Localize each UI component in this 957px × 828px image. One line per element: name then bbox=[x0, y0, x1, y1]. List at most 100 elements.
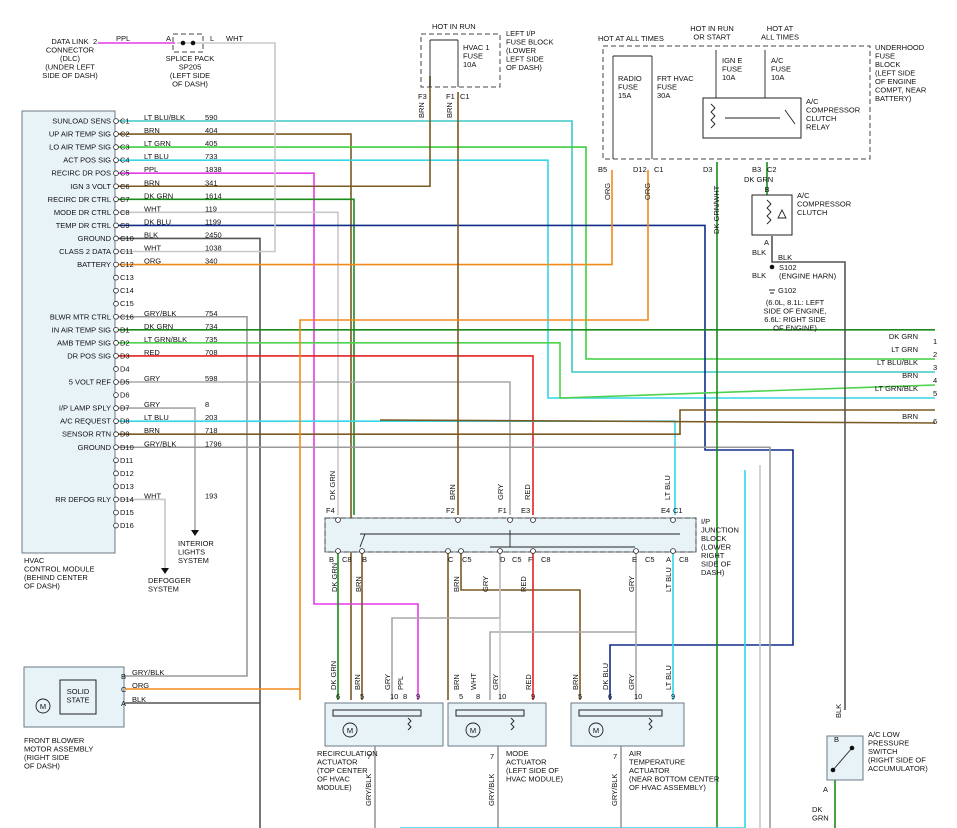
hvac1-fuse-label: 10A bbox=[463, 60, 476, 69]
left-ip-fuse-label: FUSE BLOCK bbox=[506, 38, 554, 47]
module-circuit-number: 733 bbox=[205, 152, 218, 161]
actuator-pin: 6 bbox=[336, 692, 340, 701]
actuator-wire: GRY bbox=[383, 674, 392, 690]
module-pin-label: RECIRC DR POS bbox=[51, 169, 111, 178]
dlc-label: SIDE OF DASH) bbox=[42, 71, 98, 80]
module-pin bbox=[113, 209, 119, 216]
actuator-wire: PPL bbox=[396, 676, 405, 690]
ac-clutch-relay bbox=[702, 97, 802, 139]
module-pin-id: C13 bbox=[120, 273, 134, 282]
dlc-label: (UNDER LEFT bbox=[45, 63, 95, 72]
interior-lights-label: INTERIOR bbox=[178, 539, 214, 548]
wire-lo-air-temp bbox=[118, 146, 935, 360]
module-pin bbox=[113, 340, 119, 346]
ac-fuse-label: 10A bbox=[771, 73, 784, 82]
splice-pack-label: (LEFT SIDE bbox=[170, 71, 210, 80]
junction-top-pin: F4 bbox=[326, 506, 335, 515]
module-wire-color: GRY bbox=[144, 374, 160, 383]
underhood-label: OF ENGINE bbox=[875, 77, 916, 86]
wire-recirc-ctrl bbox=[118, 198, 355, 515]
junction-bottom-pin: C8 bbox=[679, 555, 689, 564]
junction-pin bbox=[335, 548, 341, 554]
module-pin-id: D10 bbox=[120, 443, 134, 452]
module-circuit-number: 8 bbox=[205, 400, 209, 409]
actuator-motor-icon bbox=[342, 722, 358, 738]
module-pin-label: IN AIR TEMP SIG bbox=[52, 325, 111, 334]
module-pin-label: RR DEFOG RLY bbox=[55, 495, 111, 504]
wire-brn-label: BRN bbox=[445, 102, 454, 118]
actuator-wire: DK GRN bbox=[329, 661, 338, 690]
clutch-coil-icon bbox=[766, 199, 772, 225]
switch-arm-icon bbox=[832, 747, 853, 771]
actuator-pin: 8 bbox=[403, 692, 407, 701]
module-pin-id: D3 bbox=[120, 351, 130, 360]
junction-bottom-wire: BRN bbox=[452, 576, 461, 592]
junction-bottom-wire: BRN bbox=[354, 576, 363, 592]
module-wire-color: LT BLU bbox=[144, 152, 169, 161]
right-wire-label: DK GRN bbox=[889, 332, 918, 341]
module-pin bbox=[113, 261, 119, 268]
module-pin bbox=[113, 274, 119, 281]
clutch-blk-label: BLK bbox=[752, 248, 766, 257]
hvac-control-module-title: CONTROL MODULE bbox=[24, 565, 95, 574]
module-pin bbox=[113, 118, 119, 124]
module-pin-label: MODE DR CTRL bbox=[54, 208, 111, 217]
actuator-title: (TOP CENTER bbox=[317, 766, 368, 775]
g102-note: SIDE OF ENGINE, bbox=[764, 307, 827, 316]
splice-dot bbox=[190, 40, 196, 46]
left-ip-fuse-label: LEFT I/P bbox=[506, 29, 535, 38]
wire-ground-c10 bbox=[118, 237, 261, 828]
splice-dot bbox=[180, 40, 186, 46]
wire-org-label: ORG bbox=[603, 183, 612, 200]
wire-brn-label: BRN bbox=[417, 102, 426, 118]
wire-up-air-temp bbox=[118, 133, 352, 700]
actuator-pin: 5 bbox=[360, 692, 364, 701]
splice-pack-label: SPLICE PACK bbox=[166, 54, 215, 63]
pin-c1: C1 bbox=[460, 92, 470, 101]
module-pin-label: SENSOR RTN bbox=[62, 430, 111, 439]
wire-amb-temp bbox=[118, 342, 936, 399]
wire-frt-hvac-org bbox=[299, 170, 649, 700]
pressure-switch-title: PRESSURE bbox=[868, 739, 909, 748]
pin-d12: D12 bbox=[633, 165, 647, 174]
module-pin-label: IGN 3 VOLT bbox=[70, 182, 111, 191]
arrow-icon bbox=[191, 530, 199, 536]
actuator-pin: 8 bbox=[476, 692, 480, 701]
dlc-wire-color: PPL bbox=[116, 34, 130, 43]
actuator-title: (NEAR BOTTOM CENTER bbox=[629, 775, 720, 784]
junction-bottom-pin: C5 bbox=[645, 555, 655, 564]
junction-bottom-wire: LT BLU bbox=[664, 567, 673, 592]
splice-pin-a: A bbox=[166, 34, 171, 43]
module-wire-color: PPL bbox=[144, 165, 158, 174]
module-pin-id: D6 bbox=[120, 391, 130, 400]
hot-run-start-label: HOT IN RUN bbox=[690, 24, 734, 33]
module-wire-color: LT GRN/BLK bbox=[144, 335, 187, 344]
module-circuit-number: 754 bbox=[205, 309, 218, 318]
actuator-0 bbox=[324, 702, 444, 747]
splice-dot bbox=[849, 745, 855, 751]
switch-pin-b: B bbox=[834, 735, 839, 744]
module-pin-id: D14 bbox=[120, 495, 134, 504]
module-circuit-number: 2450 bbox=[205, 230, 222, 239]
actuator-title: ACTUATOR bbox=[317, 758, 358, 767]
relay-switch-icon bbox=[784, 109, 796, 125]
right-wire-label: LT GRN/BLK bbox=[875, 384, 918, 393]
actuator-title: ACTUATOR bbox=[506, 758, 547, 767]
module-wire-color: DK GRN bbox=[144, 191, 173, 200]
ac-clutch-label: COMPRESSOR bbox=[797, 200, 852, 209]
junction-bottom-wire: DK GRN bbox=[330, 563, 339, 592]
wire-battery bbox=[118, 170, 613, 266]
module-wire-color: BRN bbox=[144, 178, 160, 187]
hot-at-all-label: HOT AT bbox=[767, 24, 794, 33]
module-pin bbox=[113, 287, 119, 294]
ip-junction-label: (LOWER bbox=[701, 543, 732, 552]
arrow-icon bbox=[161, 568, 169, 574]
wire-5v-ref bbox=[118, 381, 511, 515]
module-pin-id: D16 bbox=[120, 521, 134, 530]
left-ip-fuse-label: OF DASH) bbox=[506, 63, 542, 72]
hvac-control-module-title: (BEHIND CENTER bbox=[24, 573, 88, 582]
right-wire-label: BRN bbox=[902, 371, 918, 380]
blower-title: MOTOR ASSEMBLY bbox=[24, 745, 93, 754]
actuator-motor-letter: M bbox=[593, 726, 599, 735]
actuator-wire: GRY bbox=[627, 674, 636, 690]
